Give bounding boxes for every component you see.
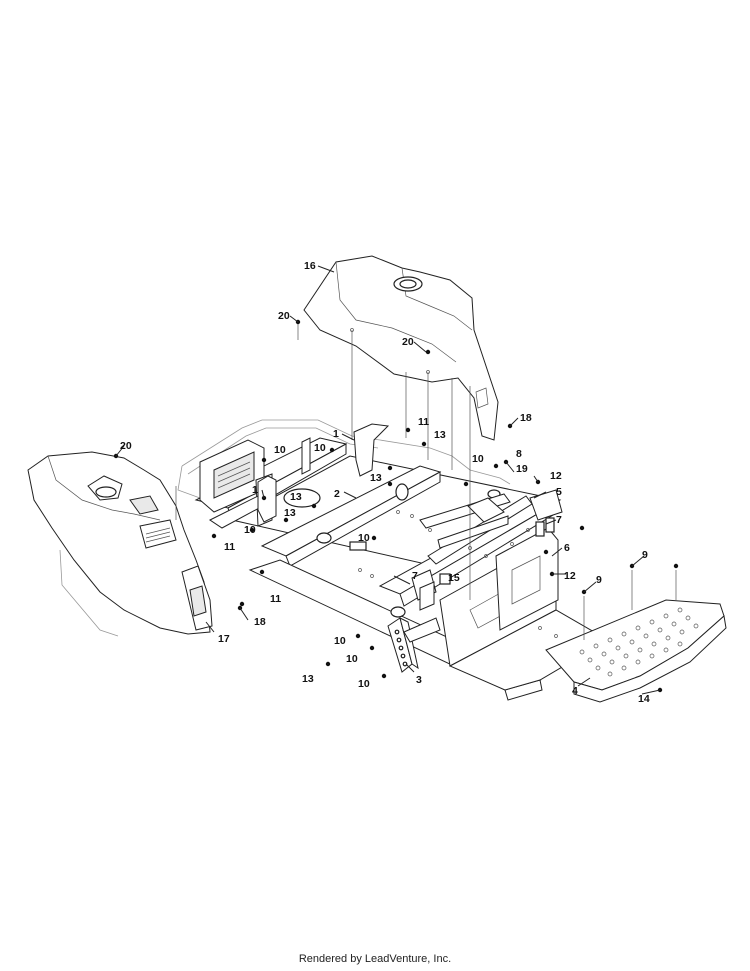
callout-10-center-low: 10 (358, 532, 370, 544)
callout-12-low: 12 (564, 570, 576, 582)
callout-15: 15 (448, 572, 460, 584)
callout-18-right: 18 (520, 412, 532, 424)
callout-14: 14 (638, 693, 650, 705)
callout-13-top: 13 (434, 429, 446, 441)
callout-20-fender: 20 (402, 336, 414, 348)
center-hardware-7-15 (411, 569, 451, 611)
callout-20-top: 20 (278, 310, 290, 322)
callout-10-center: 10 (314, 442, 326, 454)
callout-13-bottom: 13 (302, 673, 314, 685)
callout-6: 6 (564, 542, 570, 554)
tread-pattern (579, 607, 699, 677)
callout-4: 4 (572, 685, 578, 697)
callout-10-lower-a: 10 (334, 635, 346, 647)
callout-2: 2 (334, 488, 340, 500)
callout-10-right-top: 10 (472, 453, 484, 465)
callout-10-lower-b: 10 (346, 653, 358, 665)
footplate-4 (545, 599, 727, 703)
callout-10-bottom: 10 (358, 678, 370, 690)
callout-10-left: 10 (274, 444, 286, 456)
callout-18-left: 18 (254, 616, 266, 628)
alignment-lines (175, 322, 677, 640)
callout-20-left: 20 (120, 440, 132, 452)
callout-13-left-a: 13 (290, 491, 302, 503)
callout-19: 19 (516, 463, 528, 475)
upright-bracket-1 (257, 423, 390, 523)
callout-13-left-b: 13 (284, 507, 296, 519)
bracket-5 (529, 489, 563, 537)
callout-11-low: 11 (270, 593, 281, 605)
leader-lines (115, 265, 661, 695)
callout-9-left: 9 (596, 574, 602, 586)
callout-11-top: 11 (418, 416, 429, 428)
callout-7-right: 7 (556, 514, 562, 526)
callout-10-left-low: 10 (244, 524, 256, 536)
left-fender-17 (27, 451, 213, 637)
callout-3: 3 (416, 674, 422, 686)
callout-16: 16 (304, 260, 316, 272)
pivot-plate-3 (387, 617, 441, 673)
rear-fender-16 (303, 255, 499, 441)
x-brace-19 (419, 493, 533, 565)
callout-8: 8 (516, 448, 522, 460)
callout-17: 17 (218, 633, 230, 645)
callout-1-left: 1 (252, 484, 258, 496)
callout-12-top: 12 (550, 470, 562, 482)
callout-7-center: 7 (412, 570, 418, 582)
callouts: 16 20 20 18 11 1 13 20 10 10 10 8 19 13 … (120, 260, 650, 705)
callout-1-top: 1 (333, 428, 339, 440)
footer-credit: Rendered by LeadVenture, Inc. (298, 953, 452, 965)
callout-11-left: 11 (224, 541, 235, 553)
callout-9-right: 9 (642, 549, 648, 561)
callout-5: 5 (556, 486, 562, 498)
callout-13-center: 13 (370, 472, 382, 484)
